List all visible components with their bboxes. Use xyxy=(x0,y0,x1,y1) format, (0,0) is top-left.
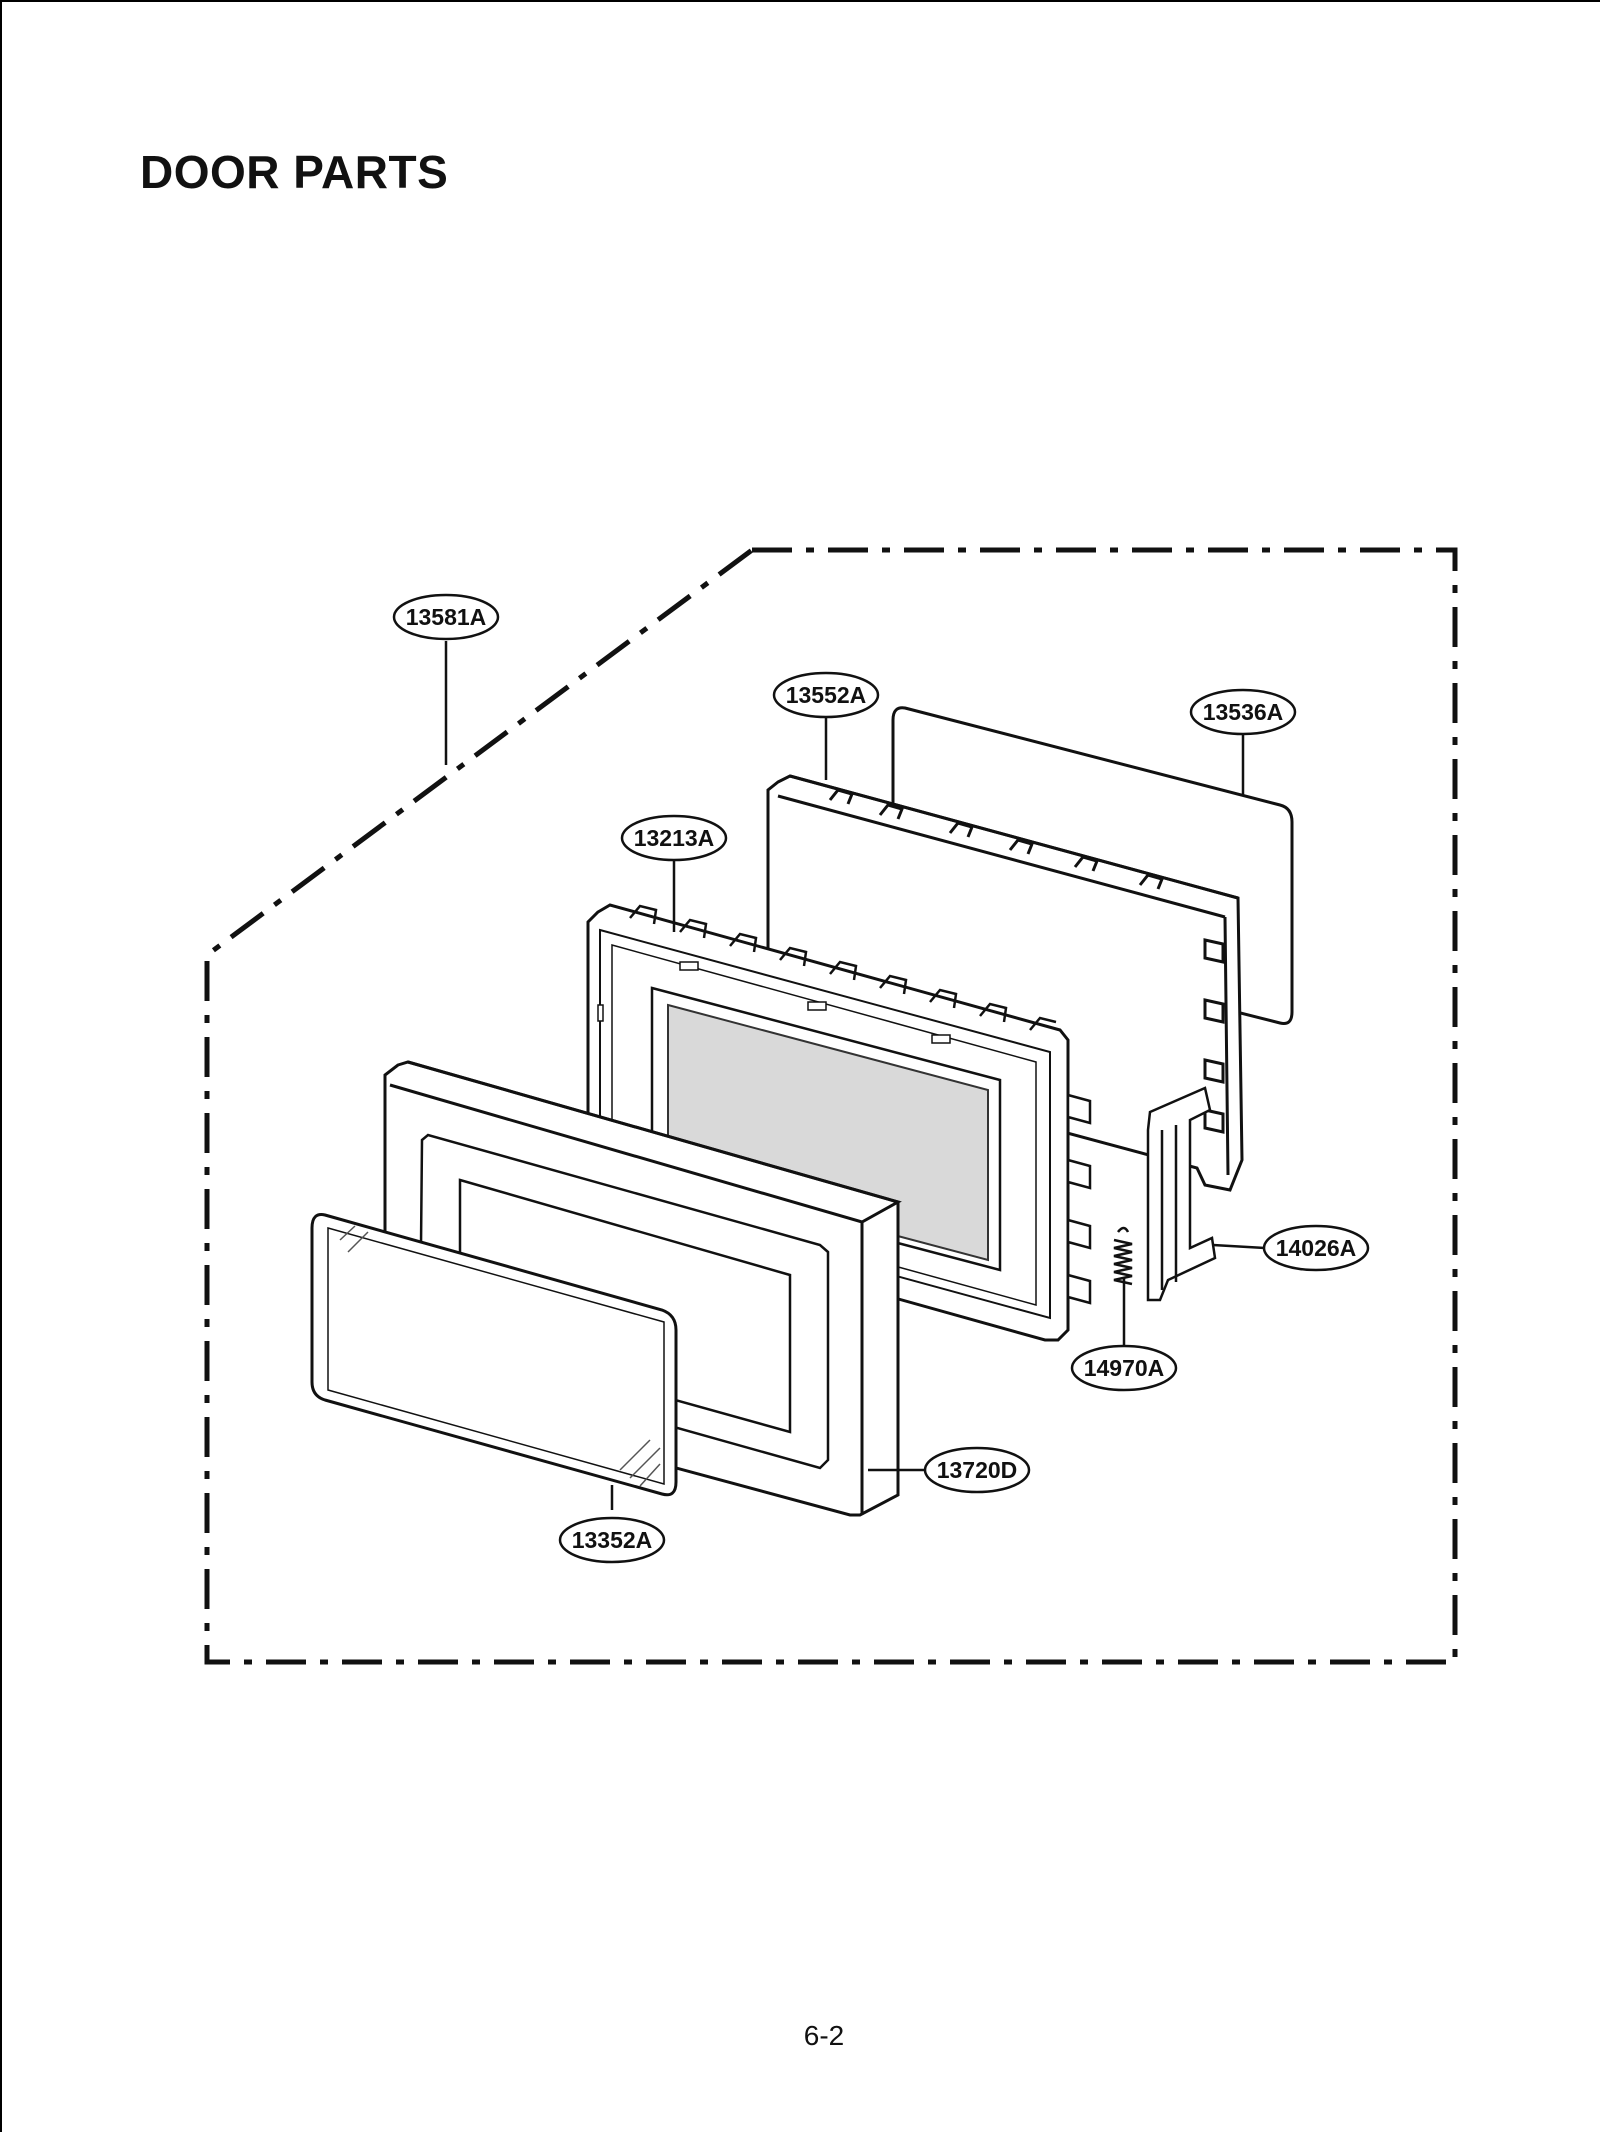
label-14970A: 14970A xyxy=(1084,1355,1165,1381)
label-13536A: 13536A xyxy=(1203,699,1284,725)
label-13720D: 13720D xyxy=(937,1457,1018,1483)
part-13552A-frame xyxy=(766,774,1244,1192)
label-13213A: 13213A xyxy=(634,825,715,851)
label-13581A: 13581A xyxy=(406,604,487,630)
page-title: DOOR PARTS xyxy=(140,146,449,198)
label-14026A: 14026A xyxy=(1276,1235,1357,1261)
leader-lines xyxy=(444,641,1266,1510)
callout-14970A xyxy=(1070,1344,1178,1392)
callout-13720D xyxy=(923,1446,1031,1494)
callout-13352A xyxy=(558,1516,666,1564)
callout-13552A xyxy=(772,671,880,719)
page-number: 6-2 xyxy=(803,2020,845,2051)
part-14026A-latch xyxy=(1146,1086,1217,1302)
callout-13213A xyxy=(620,814,728,862)
callouts xyxy=(392,593,1370,1564)
label-13552A: 13552A xyxy=(786,682,867,708)
part-14970A-spring xyxy=(1113,1226,1133,1286)
assembly-boundary xyxy=(204,547,1458,1665)
callout-13581A xyxy=(392,593,500,641)
label-13352A: 13352A xyxy=(572,1527,653,1553)
part-13352A-glass-panel xyxy=(310,1213,678,1497)
callout-labels: 13581A 13552A 13536A 13213A 14026A 14970… xyxy=(406,604,1357,1553)
callout-14026A xyxy=(1262,1224,1370,1272)
callout-13536A xyxy=(1189,688,1297,736)
